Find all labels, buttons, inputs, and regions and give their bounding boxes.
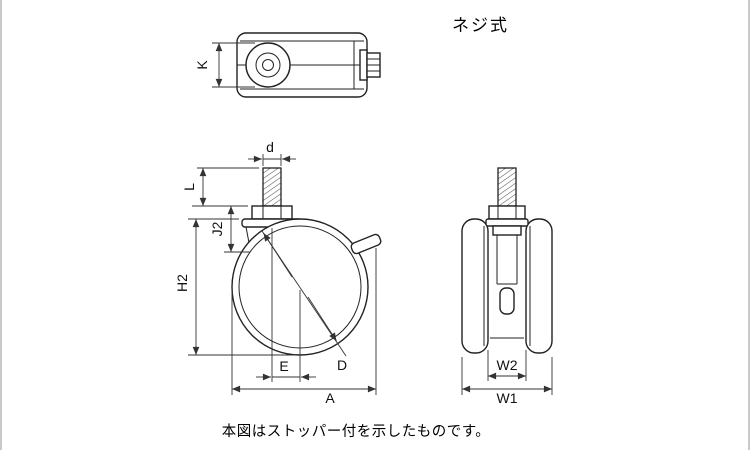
stem-hub-mid [255,52,281,78]
dim-L: L [181,167,259,207]
page-edge-left [0,0,2,450]
dim-label-J2: J2 [209,221,225,236]
dim-label-K: K [194,60,210,70]
dim-H2: H2 [174,218,296,356]
page-title: ネジ式 [452,16,509,35]
dim-K: K [194,42,255,88]
dim-label-W1: W1 [497,390,518,406]
wheel-left [461,218,489,354]
page-edge-right [748,0,750,450]
fork-crown [492,225,522,236]
dim-label-H2: H2 [174,274,190,292]
threaded-stem-front [497,167,517,207]
dim-W1: W1 [461,357,553,406]
dim-A: A [231,248,377,406]
stem-hub-inner [262,59,274,71]
stopper-pedal-side [350,233,382,255]
dim-label-A: A [325,390,335,406]
dim-label-d: d [266,139,274,155]
wheel-right [525,218,553,354]
dim-label-W2: W2 [497,357,518,373]
mounting-plate-front [485,218,529,227]
stem-nut-front [488,205,526,220]
stem-hub-outer [245,42,291,88]
dim-J2: J2 [209,206,250,253]
dim-D: D [261,230,347,373]
dim-d: d [248,139,296,166]
stem-nut-side [251,205,293,220]
dim-label-D: D [337,357,347,373]
stopper-bracket-top [359,49,368,81]
dim-label-L: L [181,183,197,191]
dim-label-E: E [279,358,288,374]
dim-W2: W2 [487,350,527,381]
front-view [461,167,553,354]
footnote: 本図はストッパー付を示したものです。 [222,423,491,440]
top-view [236,32,381,98]
threaded-stem-side [262,167,282,207]
axle-boss [499,287,515,315]
dim-E: E [256,228,316,382]
